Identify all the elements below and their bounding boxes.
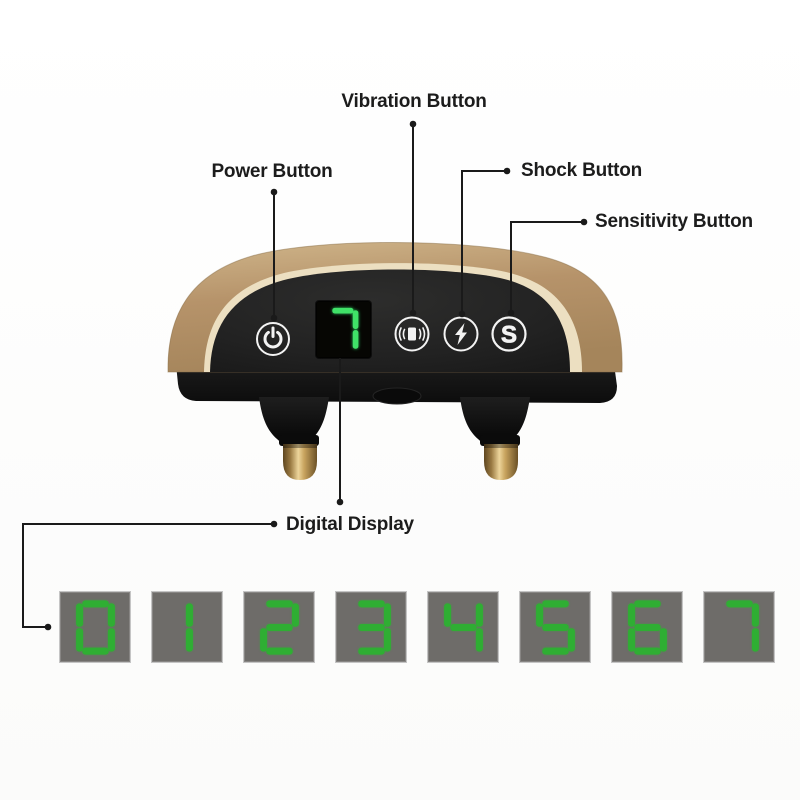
contact-prong-left bbox=[259, 397, 329, 480]
base-screw-recess bbox=[372, 387, 422, 405]
sensitivity-button: S bbox=[491, 316, 527, 352]
prong-brass-tip bbox=[283, 444, 317, 480]
digit-strip bbox=[60, 592, 774, 662]
shock-button bbox=[443, 316, 479, 352]
digital-display bbox=[315, 300, 372, 359]
sensitivity-button-label: Sensitivity Button bbox=[595, 211, 753, 232]
seven-segment-digit bbox=[627, 599, 667, 655]
letter-s-icon: S bbox=[501, 322, 517, 349]
seven-segment-digit bbox=[75, 599, 115, 655]
vibration-button-label: Vibration Button bbox=[341, 91, 487, 112]
seven-segment-digit bbox=[443, 602, 483, 652]
segment-digit-tile bbox=[152, 592, 222, 662]
seven-segment-digit bbox=[185, 602, 193, 652]
segment-digit-tile bbox=[520, 592, 590, 662]
seven-segment-digit bbox=[535, 599, 575, 655]
collar-base bbox=[176, 364, 617, 405]
shock-button-label: Shock Button bbox=[521, 160, 643, 181]
prong-brass-tip bbox=[484, 444, 518, 480]
vibration-icon bbox=[398, 327, 426, 341]
power-button bbox=[256, 322, 290, 356]
seven-segment-digit bbox=[357, 599, 391, 655]
device-face bbox=[210, 269, 570, 372]
digital-display-label: Digital Display bbox=[286, 514, 414, 535]
segment-digit-tile bbox=[704, 592, 774, 662]
callout-leader-lines bbox=[22, 120, 588, 631]
segment-digit-tile bbox=[428, 592, 498, 662]
power-button-label: Power Button bbox=[211, 161, 333, 182]
seven-segment-digit bbox=[725, 599, 759, 652]
segment-digit-tile bbox=[60, 592, 130, 662]
collar-shell bbox=[167, 242, 623, 373]
display-digit bbox=[332, 307, 359, 349]
segment-digit-tile bbox=[244, 592, 314, 662]
lightning-icon bbox=[455, 323, 467, 345]
segment-digit-tile bbox=[336, 592, 406, 662]
power-icon bbox=[263, 326, 283, 349]
vibration-button bbox=[394, 316, 430, 352]
contact-prong-right bbox=[460, 397, 530, 480]
seven-segment-digit bbox=[259, 599, 299, 655]
segment-digit-tile bbox=[612, 592, 682, 662]
